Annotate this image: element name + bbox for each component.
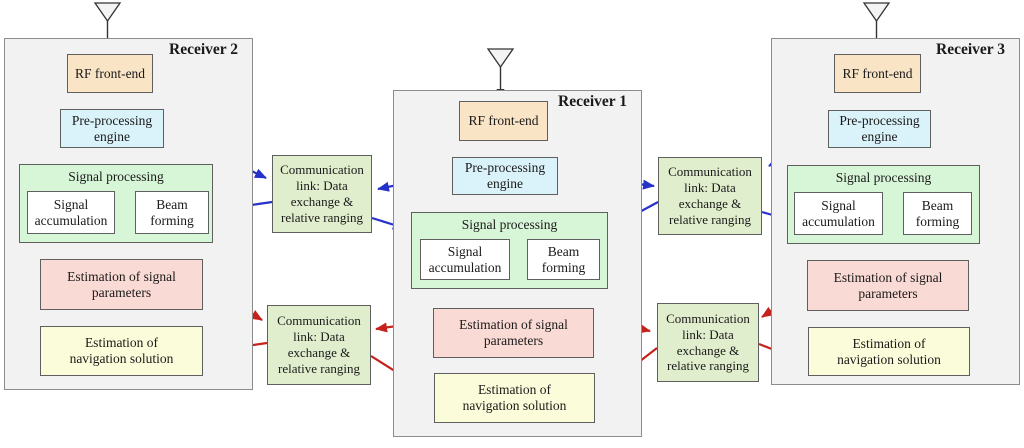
pre-processing-engine-label: Pre-processing engine bbox=[839, 113, 920, 144]
beam-forming-label: Beam forming bbox=[541, 243, 586, 275]
rf-front-end-block: RF front-end bbox=[459, 101, 548, 141]
beam-forming-block: Beam forming bbox=[527, 239, 600, 280]
estimation-signal-parameters-block: Estimation of signal parameters bbox=[807, 260, 969, 311]
beam-forming-block: Beam forming bbox=[903, 192, 972, 235]
beam-forming-block: Beam forming bbox=[135, 191, 209, 234]
communication-link-label: Communication link: Data exchange & rela… bbox=[280, 162, 364, 225]
communication-link-label: Communication link: Data exchange & rela… bbox=[666, 310, 750, 374]
signal-processing-block: Signal processing Signal accumulation Be… bbox=[787, 165, 980, 244]
estimation-signal-parameters-label: Estimation of signal parameters bbox=[459, 317, 568, 348]
pre-processing-engine-block: Pre-processing engine bbox=[828, 110, 931, 148]
signal-accumulation-label: Signal accumulation bbox=[428, 243, 502, 275]
receiver-3-container: Receiver 3 RF front-end Pre-processing e… bbox=[771, 38, 1020, 385]
estimation-signal-parameters-block: Estimation of signal parameters bbox=[40, 259, 203, 310]
estimation-signal-parameters-block: Estimation of signal parameters bbox=[433, 308, 594, 358]
pre-processing-engine-block: Pre-processing engine bbox=[452, 157, 558, 195]
communication-link-block-top-left: Communication link: Data exchange & rela… bbox=[272, 155, 372, 233]
signal-processing-label: Signal processing bbox=[461, 217, 558, 232]
communication-link-block-top-right: Communication link: Data exchange & rela… bbox=[658, 157, 762, 235]
rf-front-end-label: RF front-end bbox=[842, 65, 913, 81]
rf-front-end-label: RF front-end bbox=[468, 113, 539, 129]
receiver-title: Receiver 3 bbox=[936, 41, 1005, 58]
signal-processing-block: Signal processing Signal accumulation Be… bbox=[19, 164, 213, 243]
estimation-signal-parameters-label: Estimation of signal parameters bbox=[67, 268, 176, 300]
estimation-navigation-solution-label: Estimation of navigation solution bbox=[69, 335, 174, 366]
pre-processing-engine-block: Pre-processing engine bbox=[60, 109, 164, 148]
estimation-navigation-solution-label: Estimation of navigation solution bbox=[837, 335, 941, 367]
estimation-signal-parameters-label: Estimation of signal parameters bbox=[833, 269, 943, 301]
signal-accumulation-label: Signal accumulation bbox=[802, 197, 875, 229]
beam-forming-label: Beam forming bbox=[915, 197, 960, 229]
rf-front-end-block: RF front-end bbox=[834, 54, 921, 93]
rf-front-end-block: RF front-end bbox=[67, 54, 153, 93]
receiver-title: Receiver 1 bbox=[558, 93, 627, 110]
pre-processing-engine-label: Pre-processing engine bbox=[464, 160, 546, 191]
communication-link-label: Communication link: Data exchange & rela… bbox=[668, 164, 752, 227]
receiver-1-container: Receiver 1 RF front-end Pre-processing e… bbox=[393, 90, 642, 437]
communication-link-block-bottom-right: Communication link: Data exchange & rela… bbox=[657, 303, 759, 382]
pre-processing-engine-label: Pre-processing engine bbox=[71, 112, 153, 144]
rf-front-end-label: RF front-end bbox=[74, 65, 146, 81]
estimation-navigation-solution-block: Estimation of navigation solution bbox=[434, 373, 595, 423]
estimation-navigation-solution-block: Estimation of navigation solution bbox=[808, 327, 970, 376]
communication-link-block-bottom-left: Communication link: Data exchange & rela… bbox=[267, 305, 371, 385]
estimation-navigation-solution-block: Estimation of navigation solution bbox=[40, 326, 203, 376]
signal-processing-block: Signal processing Signal accumulation Be… bbox=[411, 212, 608, 289]
receiver-title: Receiver 2 bbox=[169, 41, 238, 58]
beam-forming-label: Beam forming bbox=[150, 196, 194, 228]
signal-processing-label: Signal processing bbox=[68, 169, 164, 184]
signal-accumulation-block: Signal accumulation bbox=[27, 191, 115, 234]
estimation-navigation-solution-label: Estimation of navigation solution bbox=[462, 382, 567, 413]
communication-link-label: Communication link: Data exchange & rela… bbox=[277, 313, 361, 376]
signal-accumulation-block: Signal accumulation bbox=[420, 239, 510, 280]
signal-accumulation-block: Signal accumulation bbox=[794, 192, 883, 235]
signal-processing-label: Signal processing bbox=[835, 170, 932, 185]
receiver-2-container: Receiver 2 RF front-end Pre-processing e… bbox=[4, 38, 253, 390]
signal-accumulation-label: Signal accumulation bbox=[34, 196, 108, 228]
